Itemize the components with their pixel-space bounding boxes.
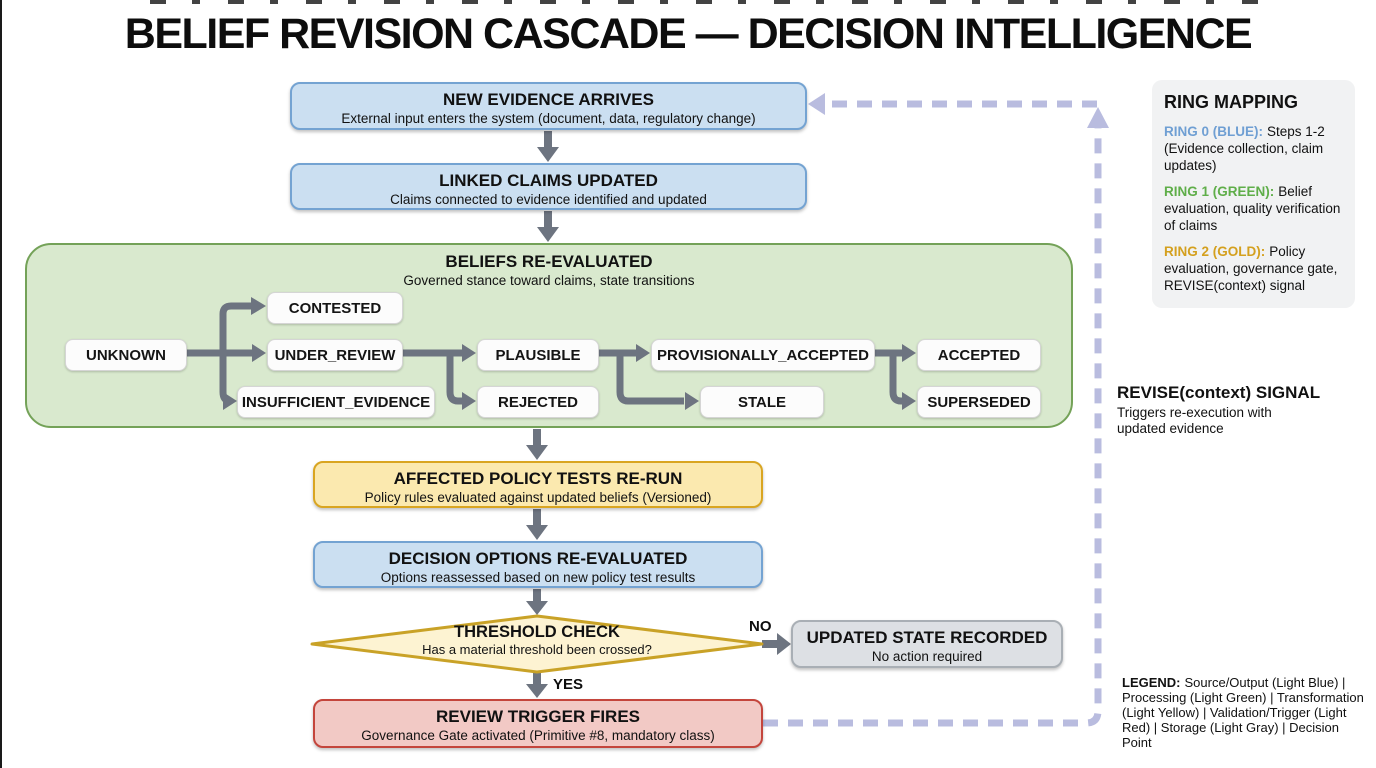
state-transition-arrowheads [223, 297, 916, 410]
ring-2-entry: RING 2 (GOLD):Policy evaluation, governa… [1164, 243, 1343, 294]
page-title: BELIEF REVISION CASCADE — DECISION INTEL… [124, 10, 1253, 58]
revise-signal-title: REVISE(context) SIGNAL [1117, 383, 1321, 402]
state-insufficient-evidence: INSUFFICIENT_EVIDENCE [237, 386, 435, 418]
node-review-trigger: REVIEW TRIGGER FIRES Governance Gate act… [313, 699, 763, 748]
state-accepted: ACCEPTED [917, 339, 1041, 371]
state-contested: CONTESTED [267, 292, 403, 324]
legend: LEGEND:Source/Output (Light Blue) | Proc… [1122, 675, 1370, 750]
node-title: THRESHOLD CHECK [454, 623, 620, 641]
state-stale: STALE [700, 386, 824, 418]
node-subtitle: Governed stance toward claims, state tra… [403, 273, 695, 288]
node-subtitle: Options reassessed based on new policy t… [380, 570, 696, 585]
revise-signal-subtitle: Triggers re-execution with updated evide… [1117, 405, 1272, 436]
state-unknown: UNKNOWN [65, 339, 187, 371]
revise-signal-note: REVISE(context) SIGNAL Triggers re-execu… [1117, 383, 1347, 437]
top-edge-artifact [150, 0, 1260, 4]
ring-mapping-title: RING MAPPING [1164, 92, 1299, 112]
node-title: BELIEFS RE-EVALUATED [445, 252, 653, 271]
branch-label-yes: YES [553, 676, 584, 693]
feedback-arrowheads [808, 93, 1109, 128]
node-linked-claims: LINKED CLAIMS UPDATED Claims connected t… [290, 163, 807, 210]
ring-1-label: RING 1 (GREEN): [1164, 184, 1275, 199]
node-title: NEW EVIDENCE ARRIVES [443, 90, 654, 109]
node-title: REVIEW TRIGGER FIRES [435, 707, 641, 726]
ring-2-text: Policy evaluation, governance gate, REVI… [1164, 244, 1338, 293]
branch-label-no: NO [749, 618, 772, 635]
node-subtitle: Policy rules evaluated against updated b… [364, 490, 712, 505]
node-subtitle: No action required [871, 649, 983, 664]
node-subtitle: External input enters the system (docume… [341, 111, 756, 126]
node-new-evidence: NEW EVIDENCE ARRIVES External input ente… [290, 82, 807, 130]
state-superseded: SUPERSEDED [917, 386, 1041, 418]
node-subtitle: Has a material threshold been crossed? [422, 642, 652, 657]
feedback-dashed-path [763, 100, 1102, 727]
ring-2-label: RING 2 (GOLD): [1164, 244, 1266, 259]
node-title: LINKED CLAIMS UPDATED [439, 171, 658, 190]
state-under-review: UNDER_REVIEW [267, 339, 403, 371]
state-provisionally-accepted: PROVISIONALLY_ACCEPTED [651, 339, 875, 371]
main-flow-arrowheads [526, 147, 791, 698]
node-policy-tests: AFFECTED POLICY TESTS RE-RUN Policy rule… [313, 461, 763, 508]
ring-0-entry: RING 0 (BLUE):Steps 1-2 (Evidence collec… [1164, 123, 1343, 174]
legend-text: Source/Output (Light Blue) | Processing … [1122, 675, 1364, 750]
threshold-check-diamond [310, 614, 764, 674]
ring-0-text: Steps 1-2 (Evidence collection, claim up… [1164, 124, 1325, 173]
ring-1-text: Belief evaluation, quality verification … [1164, 184, 1341, 233]
state-plausible: PLAUSIBLE [477, 339, 599, 371]
main-flow-stems [533, 131, 778, 685]
ring-0-label: RING 0 (BLUE): [1164, 124, 1263, 139]
node-decision-options: DECISION OPTIONS RE-EVALUATED Options re… [313, 541, 763, 588]
ring-1-entry: RING 1 (GREEN):Belief evaluation, qualit… [1164, 183, 1343, 234]
node-title: DECISION OPTIONS RE-EVALUATED [388, 549, 688, 568]
node-subtitle: Governance Gate activated (Primitive #8,… [361, 728, 715, 743]
threshold-check-label: THRESHOLD CHECK Has a material threshold… [392, 622, 682, 657]
node-title: AFFECTED POLICY TESTS RE-RUN [393, 469, 683, 488]
node-subtitle: Claims connected to evidence identified … [390, 192, 707, 207]
node-title: UPDATED STATE RECORDED [806, 628, 1048, 647]
node-updated-state: UPDATED STATE RECORDED No action require… [791, 620, 1063, 668]
ring-mapping-panel: RING MAPPING RING 0 (BLUE):Steps 1-2 (Ev… [1152, 80, 1355, 308]
legend-label: LEGEND: [1122, 675, 1181, 690]
state-rejected: REJECTED [477, 386, 599, 418]
left-edge-line [0, 0, 2, 768]
